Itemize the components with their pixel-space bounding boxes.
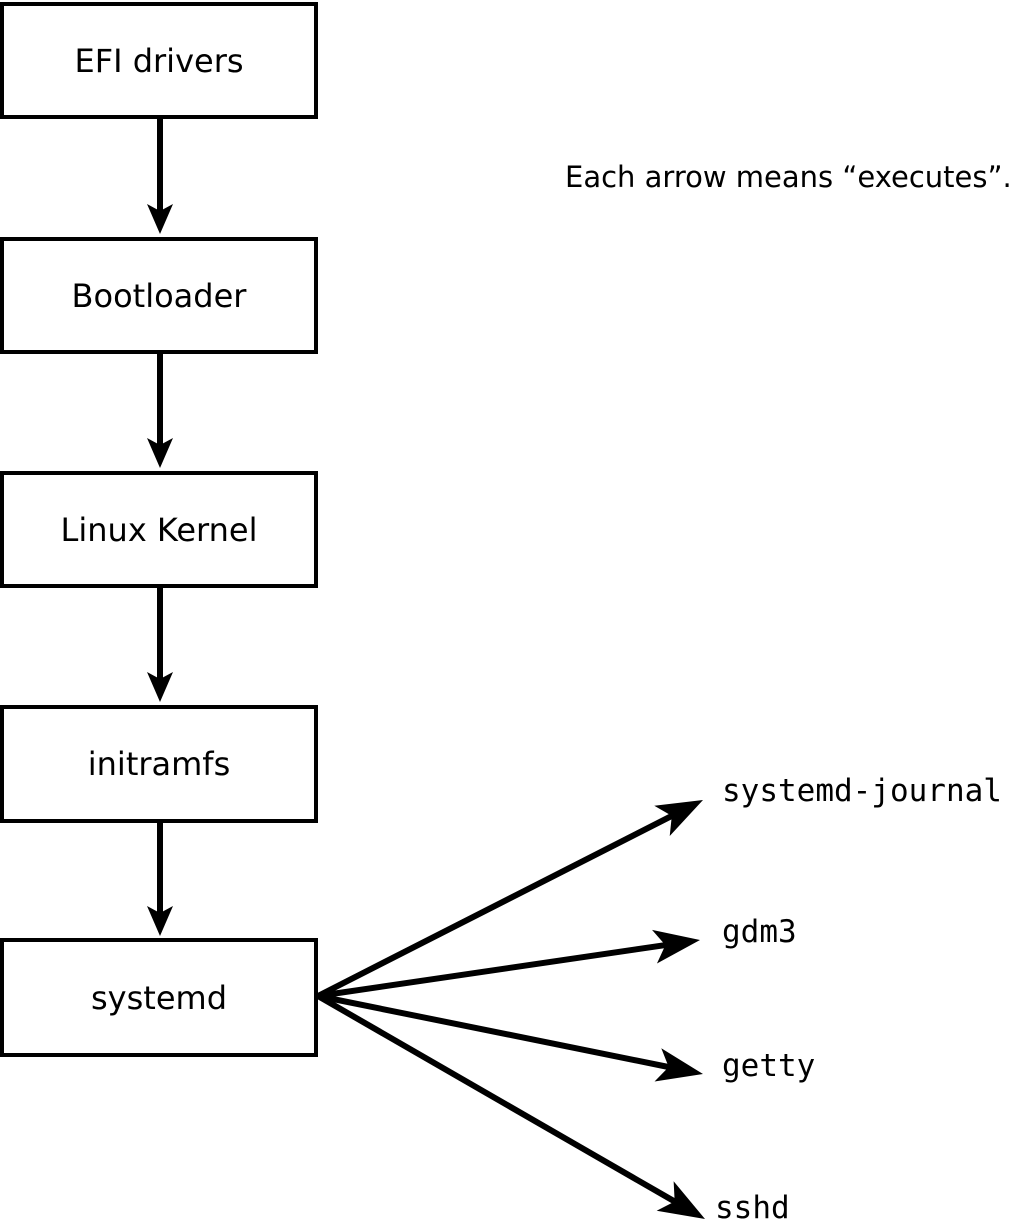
stage-label-systemd: systemd [91, 978, 227, 1017]
service-arrow-group [316, 800, 705, 1219]
stage-box-linux-kernel: Linux Kernel [0, 471, 318, 588]
service-arrow-line-gdm3 [317, 941, 667, 999]
service-arrowhead-sshd [656, 1181, 705, 1219]
chain-arrowhead-efi-drivers-to-bootloader [147, 204, 173, 234]
stage-box-bootloader: Bootloader [0, 237, 318, 354]
stage-box-systemd: systemd [0, 938, 318, 1057]
stage-box-initramfs: initramfs [0, 705, 318, 823]
stage-label-efi-drivers: EFI drivers [74, 41, 244, 80]
service-label-getty: getty [722, 1048, 816, 1084]
chain-arrowhead-linux-kernel-to-initramfs [147, 672, 173, 702]
arrow-legend-note: Each arrow means “executes”. [565, 160, 1012, 194]
stage-label-linux-kernel: Linux Kernel [60, 510, 258, 549]
chain-arrowhead-bootloader-to-linux-kernel [147, 438, 173, 468]
service-arrowhead-getty [654, 1048, 703, 1082]
service-label-systemd-journal: systemd-journal [722, 773, 1002, 809]
service-arrowhead-systemd-journal [654, 800, 703, 837]
service-arrowhead-gdm3 [652, 929, 700, 964]
stage-box-efi-drivers: EFI drivers [0, 2, 318, 119]
service-label-sshd: sshd [715, 1190, 790, 1226]
service-label-gdm3: gdm3 [722, 914, 797, 950]
chain-arrowhead-initramfs-to-systemd [147, 906, 173, 936]
service-arrow-line-systemd-journal [316, 812, 675, 999]
service-arrow-line-getty [317, 993, 671, 1071]
service-arrow-line-sshd [316, 993, 678, 1205]
stage-label-initramfs: initramfs [87, 745, 231, 783]
stage-label-bootloader: Bootloader [71, 276, 247, 315]
